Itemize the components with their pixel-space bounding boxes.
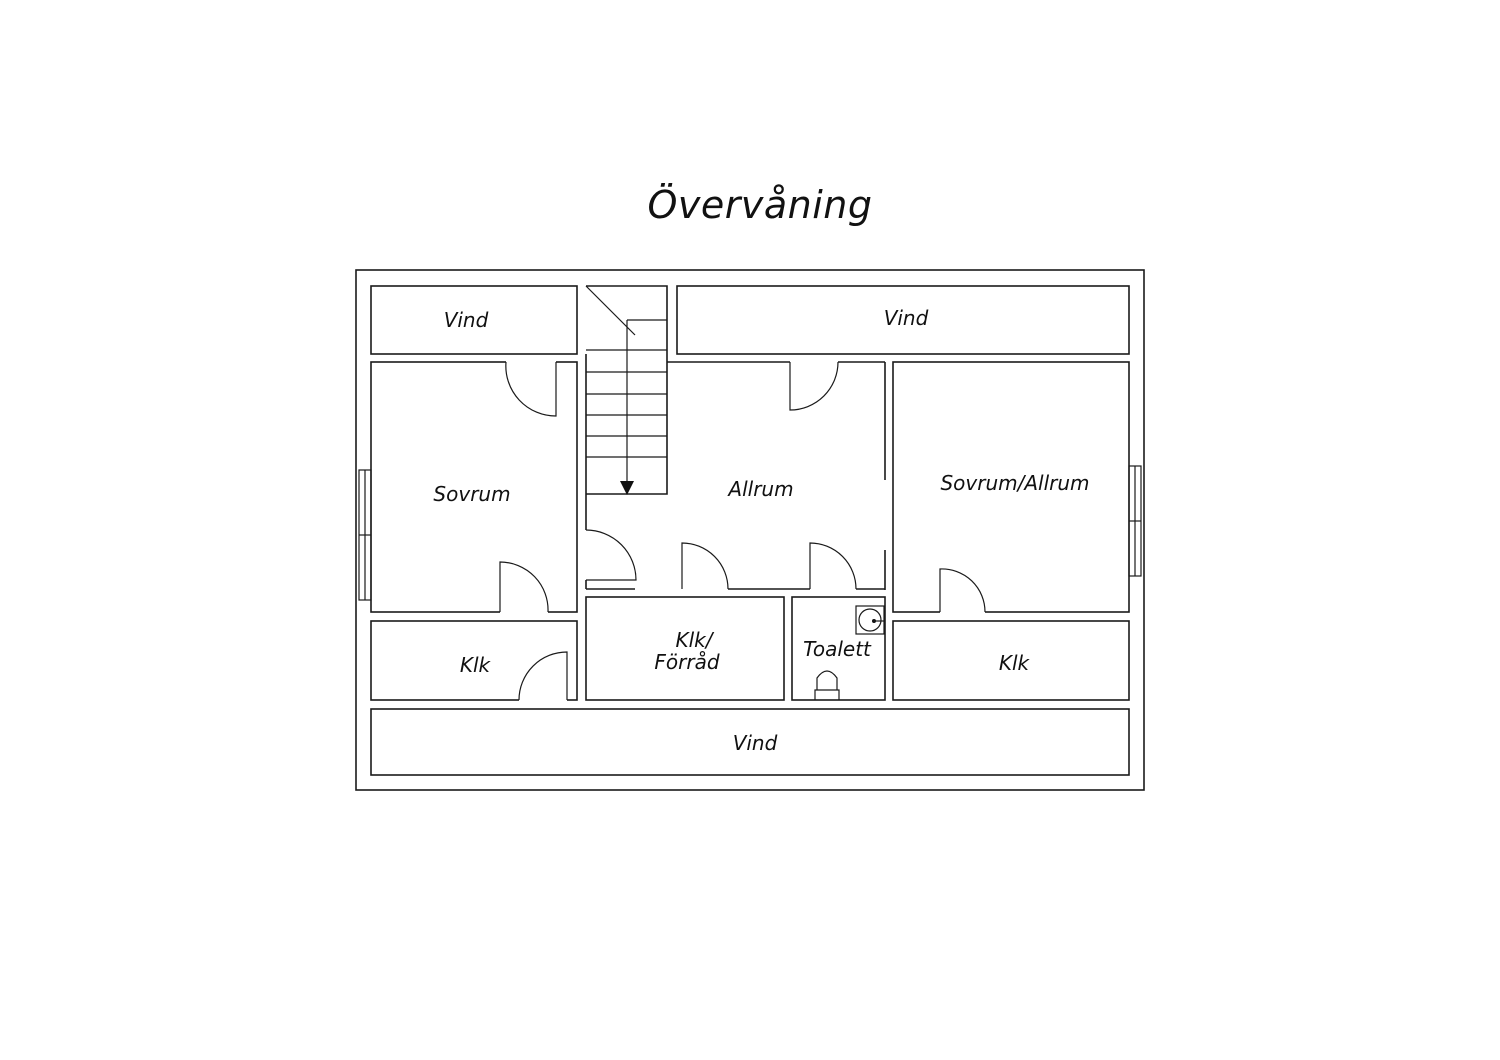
- window-icon: [1128, 465, 1142, 577]
- door-swing-icon: [939, 568, 986, 616]
- door-swing-icon: [518, 651, 568, 704]
- window-icon: [358, 469, 372, 601]
- room-vind-top-left: [370, 285, 578, 355]
- room-klk-forrad: [585, 596, 785, 701]
- door-swing-icon: [499, 561, 549, 616]
- label-klk-right: Klk: [999, 651, 1031, 675]
- room-klk-right: [892, 620, 1130, 701]
- label-sovrum: Sovrum: [433, 482, 510, 506]
- plan-title: Övervåning: [647, 183, 872, 227]
- label-vind-top-right: Vind: [884, 306, 929, 330]
- room-vind-bottom: [370, 708, 1130, 776]
- room-vind-top-right: [676, 285, 1130, 355]
- label-vind-bottom: Vind: [733, 731, 778, 755]
- staircase: [585, 285, 668, 495]
- door-swing-icon: [789, 358, 839, 411]
- label-klk-forrad-line2: Förråd: [654, 650, 719, 674]
- outer-wall: [355, 269, 1145, 791]
- door-swing-icon: [505, 358, 557, 417]
- door-swing-icon: [681, 542, 729, 593]
- door-swing-icon: [809, 542, 857, 593]
- door-swing-icon: [582, 529, 637, 581]
- label-vind-top-left: Vind: [444, 308, 489, 332]
- label-toalett: Toalett: [803, 637, 872, 661]
- stair-down-arrow-icon: [620, 481, 634, 495]
- label-sovrum-allrum: Sovrum/Allrum: [940, 471, 1089, 495]
- room-klk-left: [370, 620, 578, 701]
- label-allrum: Allrum: [726, 477, 793, 501]
- label-klk-left: Klk: [460, 653, 492, 677]
- sink-icon: [855, 605, 885, 635]
- label-klk-forrad-line1: Klk/: [676, 628, 715, 652]
- toilet-icon: [814, 670, 840, 700]
